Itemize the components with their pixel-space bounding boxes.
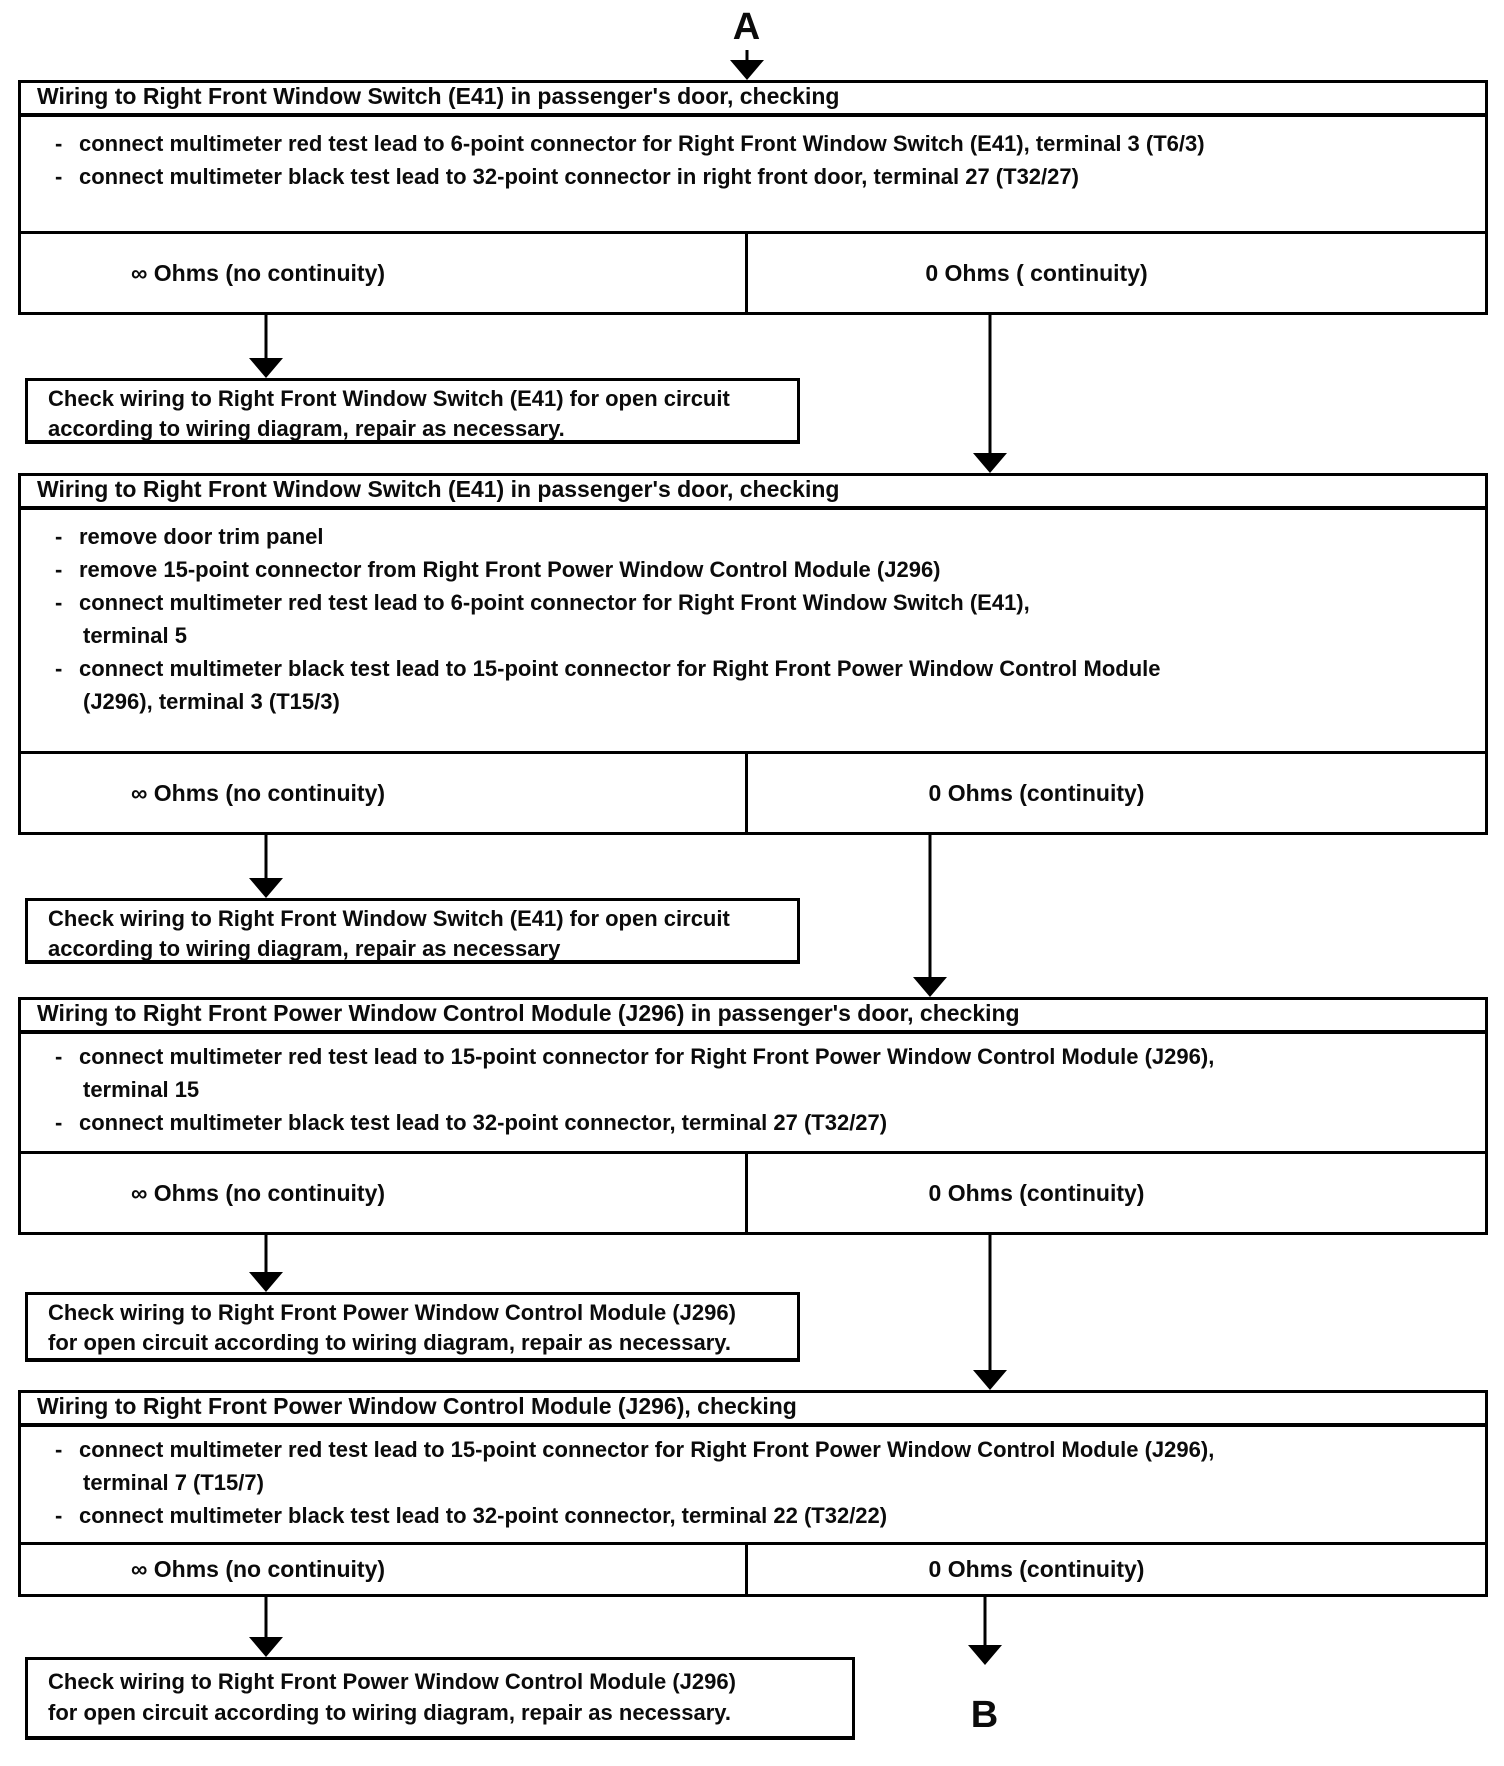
procedure-step: -remove door trim panel bbox=[21, 520, 1485, 553]
procedure-step-continuation: terminal 5 bbox=[83, 623, 187, 648]
arrow-continuity-3 bbox=[973, 1235, 1007, 1390]
block-title: Wiring to Right Front Power Window Contr… bbox=[21, 1393, 1485, 1427]
block-title: Wiring to Right Front Window Switch (E41… bbox=[21, 83, 1485, 117]
arrow-no-continuity-2 bbox=[249, 835, 283, 898]
arrow-head-icon bbox=[249, 1272, 283, 1292]
bullet-dash: - bbox=[55, 656, 63, 681]
arrow-shaft bbox=[928, 835, 932, 981]
arrow-shaft bbox=[264, 835, 268, 882]
action-text: Check wiring to Right Front Window Switc… bbox=[48, 906, 730, 931]
arrow-head-icon bbox=[249, 878, 283, 898]
result-cell-no-continuity: ∞ Ohms (no continuity) bbox=[21, 1154, 748, 1232]
procedure-steps: -remove door trim panel -remove 15-point… bbox=[21, 510, 1485, 751]
procedure-steps: -connect multimeter red test lead to 15-… bbox=[21, 1034, 1485, 1151]
procedure-step: -connect multimeter red test lead to 6-p… bbox=[21, 127, 1485, 160]
bullet-dash: - bbox=[55, 131, 63, 156]
procedure-step: -connect multimeter black test lead to 3… bbox=[21, 1106, 1485, 1139]
result-cell-continuity: 0 Ohms (continuity) bbox=[928, 1556, 1145, 1582]
bullet-dash: - bbox=[55, 557, 63, 582]
action-box-repair-module-1: Check wiring to Right Front Power Window… bbox=[25, 1292, 800, 1362]
bullet-dash: - bbox=[55, 164, 63, 189]
arrow-continuity-1 bbox=[973, 315, 1007, 473]
procedure-steps: -connect multimeter red test lead to 6-p… bbox=[21, 117, 1485, 231]
procedure-step: -remove 15-point connector from Right Fr… bbox=[21, 553, 1485, 586]
arrow-head-icon bbox=[968, 1645, 1002, 1665]
action-box-repair-wiring-1: Check wiring to Right Front Window Switc… bbox=[25, 378, 800, 444]
result-row: ∞ Ohms (no continuity) 0 Ohms (continuit… bbox=[21, 1542, 1485, 1594]
bullet-dash: - bbox=[55, 1437, 63, 1462]
connector-label-b: B bbox=[970, 1694, 1000, 1736]
arrow-continuity-2 bbox=[913, 835, 947, 997]
action-box-repair-module-2: Check wiring to Right Front Power Window… bbox=[25, 1657, 855, 1740]
result-cell-continuity: 0 Ohms (continuity) bbox=[928, 779, 1145, 806]
test-block-control-module-2: Wiring to Right Front Power Window Contr… bbox=[18, 1390, 1488, 1597]
block-title: Wiring to Right Front Power Window Contr… bbox=[21, 1000, 1485, 1034]
procedure-step: -connect multimeter red test lead to 15-… bbox=[21, 1433, 1485, 1466]
arrow-shaft bbox=[264, 315, 268, 362]
arrow-shaft bbox=[264, 1597, 268, 1641]
arrow-head-icon bbox=[973, 453, 1007, 473]
bullet-dash: - bbox=[55, 1044, 63, 1069]
bullet-dash: - bbox=[55, 524, 63, 549]
procedure-step: -connect multimeter red test lead to 15-… bbox=[21, 1040, 1485, 1073]
result-cell-no-continuity: ∞ Ohms (no continuity) bbox=[21, 234, 748, 312]
action-text: according to wiring diagram, repair as n… bbox=[48, 416, 565, 441]
arrow-shaft bbox=[983, 1597, 987, 1649]
result-cell-no-continuity: ∞ Ohms (no continuity) bbox=[21, 754, 748, 832]
block-title: Wiring to Right Front Window Switch (E41… bbox=[21, 476, 1485, 510]
procedure-step: -connect multimeter black test lead to 3… bbox=[21, 160, 1485, 193]
arrow-no-continuity-1 bbox=[249, 315, 283, 378]
action-text: for open circuit according to wiring dia… bbox=[48, 1700, 732, 1725]
result-cell-no-continuity: ∞ Ohms (no continuity) bbox=[21, 1545, 748, 1594]
arrow-shaft bbox=[745, 50, 749, 64]
arrow-from-a bbox=[730, 50, 764, 80]
action-text: Check wiring to Right Front Power Window… bbox=[48, 1300, 736, 1325]
result-cell-continuity: 0 Ohms ( continuity) bbox=[925, 259, 1148, 286]
arrow-head-icon bbox=[913, 977, 947, 997]
action-box-repair-wiring-2: Check wiring to Right Front Window Switc… bbox=[25, 898, 800, 964]
result-row: ∞ Ohms (no continuity) 0 Ohms (continuit… bbox=[21, 751, 1485, 832]
arrow-head-icon bbox=[730, 60, 764, 80]
action-text: Check wiring to Right Front Window Switc… bbox=[48, 386, 730, 411]
bullet-dash: - bbox=[55, 1110, 63, 1135]
procedure-step: -connect multimeter red test lead to 6-p… bbox=[21, 586, 1485, 619]
procedure-step: -connect multimeter black test lead to 1… bbox=[21, 652, 1485, 685]
result-cell-continuity: 0 Ohms (continuity) bbox=[928, 1179, 1145, 1206]
arrow-no-continuity-3 bbox=[249, 1235, 283, 1292]
bullet-dash: - bbox=[55, 1503, 63, 1528]
action-text: Check wiring to Right Front Power Window… bbox=[48, 1669, 736, 1694]
arrow-no-continuity-4 bbox=[249, 1597, 283, 1657]
result-row: ∞ Ohms (no continuity) 0 Ohms (continuit… bbox=[21, 1151, 1485, 1232]
bullet-dash: - bbox=[55, 590, 63, 615]
arrow-shaft bbox=[264, 1235, 268, 1276]
arrow-shaft bbox=[988, 1235, 992, 1374]
test-block-window-switch-1: Wiring to Right Front Window Switch (E41… bbox=[18, 80, 1488, 315]
result-row: ∞ Ohms (no continuity) 0 Ohms ( continui… bbox=[21, 231, 1485, 312]
test-block-window-switch-2: Wiring to Right Front Window Switch (E41… bbox=[18, 473, 1488, 835]
procedure-step-continuation: terminal 15 bbox=[83, 1077, 200, 1102]
procedure-step: -connect multimeter black test lead to 3… bbox=[21, 1499, 1485, 1532]
action-text: for open circuit according to wiring dia… bbox=[48, 1330, 732, 1355]
arrow-head-icon bbox=[249, 358, 283, 378]
arrow-shaft bbox=[988, 315, 992, 457]
arrow-head-icon bbox=[973, 1370, 1007, 1390]
procedure-steps: -connect multimeter red test lead to 15-… bbox=[21, 1427, 1485, 1542]
test-block-control-module-1: Wiring to Right Front Power Window Contr… bbox=[18, 997, 1488, 1235]
procedure-step-continuation: terminal 7 (T15/7) bbox=[83, 1470, 264, 1495]
arrow-continuity-4 bbox=[968, 1597, 1002, 1665]
arrow-head-icon bbox=[249, 1637, 283, 1657]
action-text: according to wiring diagram, repair as n… bbox=[48, 936, 561, 961]
connector-label-a: A bbox=[732, 6, 762, 48]
procedure-step-continuation: (J296), terminal 3 (T15/3) bbox=[83, 689, 340, 714]
